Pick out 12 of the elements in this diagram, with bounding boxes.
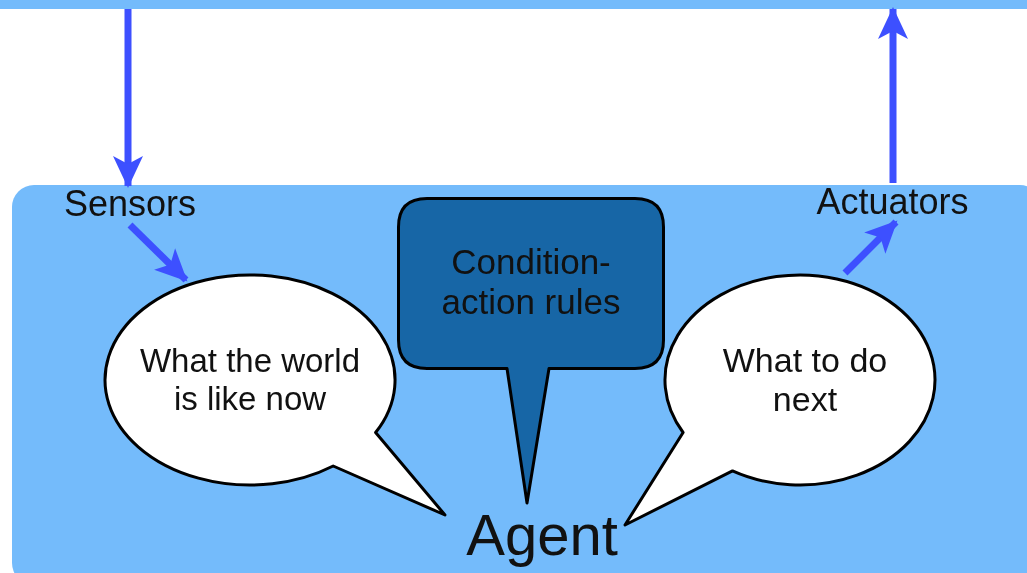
bubble-text: What to do next [721, 339, 889, 420]
bubble-text: What the world is like now [138, 341, 362, 419]
arrow [842, 219, 899, 276]
component-label: Actuators [785, 181, 1000, 223]
environment-bar [0, 0, 1027, 9]
agent-panel [12, 185, 1027, 573]
arrow [113, 9, 143, 188]
component-label: Sensors [45, 183, 215, 225]
agent-label: Agent [465, 500, 619, 569]
bubble-text: Condition-action rules [440, 240, 622, 323]
arrow [878, 7, 908, 183]
arrow [127, 222, 189, 283]
